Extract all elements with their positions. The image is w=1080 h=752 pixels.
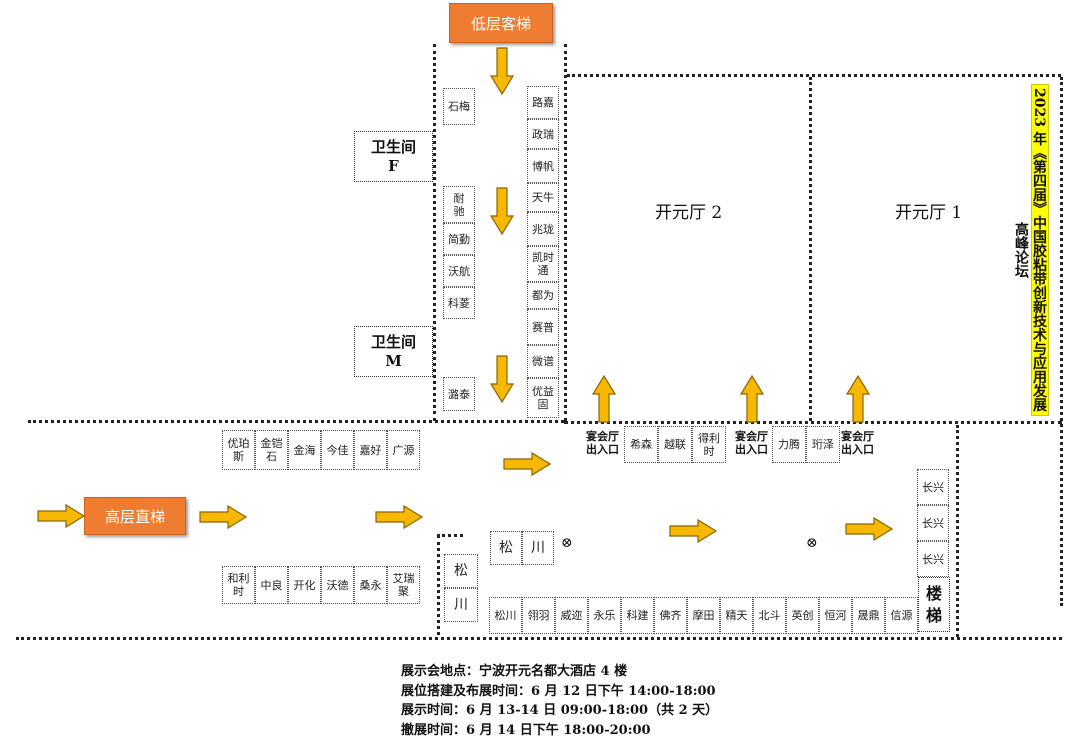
low-elevator: 低层客梯 <box>449 3 553 43</box>
arrow-down-icon <box>490 47 514 95</box>
booth-songchuan-center: 松 <box>490 531 522 565</box>
booth: 都为 <box>527 282 559 309</box>
arrow-up-icon <box>740 375 764 423</box>
booth: 晟鼎 <box>852 597 885 634</box>
arrow-right-icon <box>845 517 893 541</box>
hall-divider <box>809 77 812 421</box>
arrow-up-icon <box>592 375 616 423</box>
booth: 恒河 <box>819 597 852 634</box>
booth-songchuan-vertical: 川 <box>444 588 478 622</box>
wall-upper <box>28 420 564 423</box>
hall-top-wall <box>567 74 1061 77</box>
booth: 赛普 <box>527 309 559 345</box>
booth: 开化 <box>288 566 321 604</box>
booth: 威迩 <box>555 597 588 634</box>
booth: 简勤 <box>443 223 475 255</box>
wall-songchuan-block <box>437 535 440 635</box>
booth: 艾瑞 聚 <box>387 566 420 604</box>
booth-songchuan-center: 川 <box>522 531 554 565</box>
booth: 松川 <box>489 597 522 634</box>
booth-songchuan-vertical: 松 <box>444 554 478 588</box>
booth: 英创 <box>786 597 819 634</box>
arrow-right-icon <box>669 519 717 543</box>
pillar-marker: ⊗ <box>561 535 573 551</box>
wall-corridor-right <box>564 44 567 421</box>
booth: 长兴 <box>917 469 949 505</box>
booth: 信源 <box>885 597 918 634</box>
booth: 北斗 <box>753 597 786 634</box>
booth: 翎羽 <box>522 597 555 634</box>
pillar-marker: ⊗ <box>806 535 818 551</box>
booth: 微谱 <box>527 345 559 378</box>
wall-upper-right <box>564 421 1062 424</box>
forum-banner: 2023 年《第四届》中国胶粘带创新技术与应用发展高峰论坛 <box>1013 84 1049 416</box>
booth: 博帆 <box>527 149 559 183</box>
booth: 嘉好 <box>354 430 387 470</box>
booth: 力腾 <box>772 426 806 463</box>
arrow-down-icon <box>490 355 514 403</box>
booth: 政瑞 <box>527 119 559 149</box>
info-location: 展示会地点：宁波开元名都大酒店 4 楼 <box>401 664 628 679</box>
wall-bottom <box>16 637 1062 640</box>
banquet-entrance-label: 宴会厅 出入口 <box>586 430 619 456</box>
hall-right-wall <box>1060 77 1063 606</box>
info-setup: 展位搭建及布展时间：6 月 12 日下午 14:00-18:00 <box>401 683 716 699</box>
info-show: 展示时间：6 月 13-14 日 09:00-18:00（共 2 天） <box>401 703 719 718</box>
booth: 永乐 <box>588 597 621 634</box>
booth: 优珀 斯 <box>222 430 255 470</box>
stairs: 楼 梯 <box>918 577 950 632</box>
booth: 天牛 <box>527 183 559 212</box>
exhibition-info: 展示会地点：宁波开元名都大酒店 4 楼 展位搭建及布展时间：6 月 12 日下午… <box>401 662 718 740</box>
arrow-right-icon <box>503 452 551 476</box>
booth: 路嘉 <box>527 86 559 119</box>
wall-corridor-left <box>433 44 436 421</box>
booth: 长兴 <box>917 505 949 541</box>
arrow-right-icon <box>375 505 423 529</box>
booth: 精天 <box>720 597 753 634</box>
booth: 金海 <box>288 430 321 470</box>
arrow-up-icon <box>846 375 870 423</box>
booth: 金铠 石 <box>255 430 288 470</box>
booth: 凯时 通 <box>527 246 559 282</box>
booth: 和利 时 <box>222 566 255 604</box>
booth: 沃航 <box>443 255 475 287</box>
booth: 珩泽 <box>806 426 840 463</box>
booth: 佛齐 <box>654 597 687 634</box>
booth: 希森 <box>624 426 658 463</box>
booth: 兆珑 <box>527 212 559 246</box>
booth: 得利 时 <box>692 426 726 463</box>
booth: 耐 驰 <box>443 186 475 223</box>
booth: 长兴 <box>917 541 949 577</box>
booth: 桑永 <box>354 566 387 604</box>
booth: 今佳 <box>321 430 354 470</box>
arrow-down-icon <box>490 187 514 235</box>
booth: 优益 固 <box>527 378 559 418</box>
booth: 越联 <box>658 426 692 463</box>
booth: 石梅 <box>443 88 475 125</box>
booth: 摩田 <box>687 597 720 634</box>
high-elevator: 高层直梯 <box>84 497 186 535</box>
banquet-entrance-label: 宴会厅 出入口 <box>735 430 768 456</box>
booth: 科菱 <box>443 287 475 319</box>
wall-right-lower <box>956 425 959 637</box>
booth: 沃德 <box>321 566 354 604</box>
wall-songchuan-top <box>437 534 463 537</box>
banquet-entrance-label: 宴会厅 出入口 <box>841 430 874 456</box>
booth: 中良 <box>255 566 288 604</box>
hall-1-label: 开元厅 1 <box>895 203 963 223</box>
arrow-right-icon <box>199 505 247 529</box>
info-teardown: 撤展时间：6 月 14 日下午 18:00-20:00 <box>401 722 651 738</box>
arrow-right-icon <box>37 504 85 528</box>
booth: 科建 <box>621 597 654 634</box>
booth: 潞泰 <box>443 377 475 411</box>
hall-2-label: 开元厅 2 <box>655 203 723 223</box>
booth: 广源 <box>387 430 420 470</box>
